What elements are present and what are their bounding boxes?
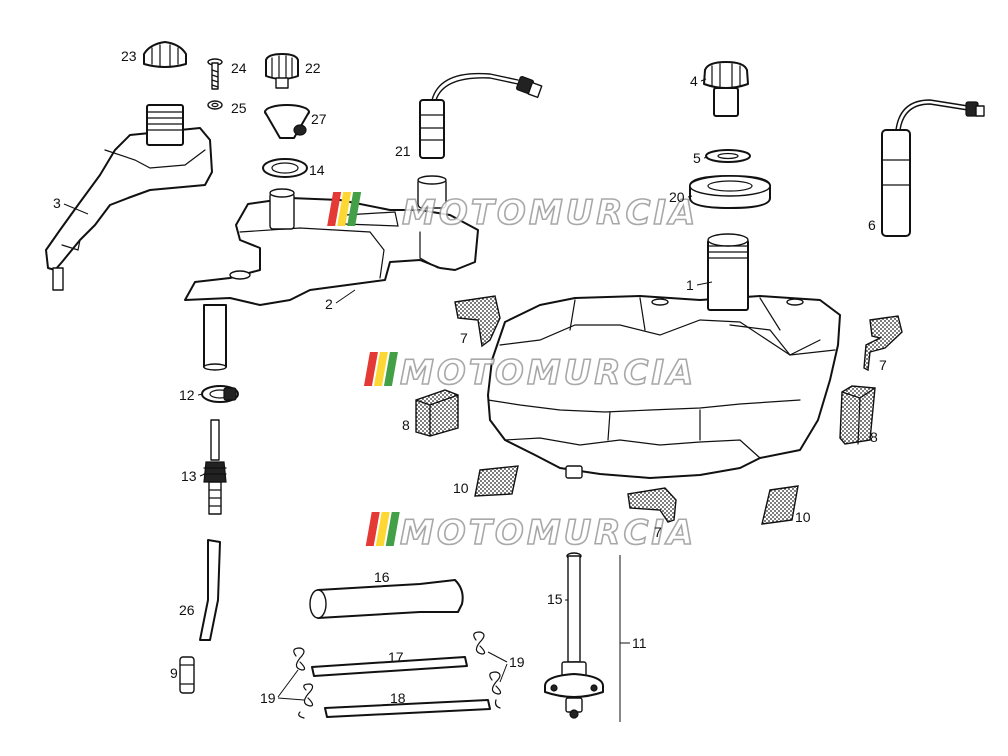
callout-16: 16 bbox=[374, 569, 390, 585]
callout-24: 24 bbox=[231, 60, 247, 76]
callout-23: 23 bbox=[121, 48, 137, 64]
callout-2: 2 bbox=[325, 296, 333, 312]
part-24-screw bbox=[207, 58, 223, 90]
part-19-clips bbox=[293, 631, 502, 719]
callout-5: 5 bbox=[693, 150, 701, 166]
callout-7c: 7 bbox=[654, 524, 662, 540]
part-13-fuel-tap bbox=[203, 419, 227, 515]
callout-14: 14 bbox=[309, 162, 325, 178]
callouts: 1 2 3 4 5 6 7 7 7 8 8 9 10 10 11 12 13 1… bbox=[53, 48, 887, 722]
part-20-rubber-seal bbox=[689, 175, 771, 209]
callout-8b: 8 bbox=[870, 429, 878, 445]
callout-3: 3 bbox=[53, 195, 61, 211]
callout-1: 1 bbox=[686, 277, 694, 293]
part-15-fuel-pickup bbox=[544, 552, 604, 719]
watermark-middle: MOTOMURCIA bbox=[363, 352, 696, 394]
callout-10b: 10 bbox=[795, 509, 811, 525]
part-4-fuel-cap bbox=[703, 61, 749, 117]
callout-7a: 7 bbox=[460, 330, 468, 346]
callout-19a: 19 bbox=[260, 690, 276, 706]
watermark-bottom: MOTOMURCIA bbox=[365, 512, 696, 554]
callout-12: 12 bbox=[179, 387, 195, 403]
callout-17: 17 bbox=[388, 649, 404, 665]
callout-26: 26 bbox=[179, 602, 195, 618]
part-12-clamp bbox=[201, 385, 239, 403]
callout-7b: 7 bbox=[879, 357, 887, 373]
part-7-pad-bottom bbox=[627, 487, 677, 523]
part-3-oil-tank bbox=[45, 104, 213, 291]
callout-19b: 19 bbox=[509, 654, 525, 670]
part-22-cap bbox=[265, 53, 299, 89]
callout-15: 15 bbox=[547, 591, 563, 607]
part-18-tube bbox=[324, 699, 491, 718]
part-9-inline-filter bbox=[179, 656, 195, 694]
callout-11: 11 bbox=[632, 635, 647, 651]
part-7-pad-right bbox=[863, 315, 903, 372]
watermark-text: MOTOMURCIA bbox=[402, 193, 698, 233]
part-26-hose bbox=[199, 539, 221, 641]
callout-21: 21 bbox=[395, 143, 411, 159]
part-23-oil-cap bbox=[143, 41, 187, 68]
part-14-seal bbox=[262, 158, 308, 178]
callout-18: 18 bbox=[390, 690, 406, 706]
part-10-pad-left bbox=[474, 465, 519, 497]
callout-20: 20 bbox=[669, 189, 685, 205]
part-21-level-sensor bbox=[419, 72, 543, 159]
part-25-washer bbox=[207, 100, 223, 110]
watermark-top: MOTOMURCIA bbox=[327, 192, 698, 234]
part-8-block-right bbox=[839, 385, 876, 445]
part-1-fuel-tank bbox=[487, 233, 841, 479]
part-5-gasket bbox=[705, 149, 751, 163]
callout-22: 22 bbox=[305, 60, 321, 76]
callout-10a: 10 bbox=[453, 480, 469, 496]
part-16-hose bbox=[309, 579, 464, 619]
part-27-filter bbox=[264, 104, 310, 139]
watermark-text: MOTOMURCIA bbox=[400, 353, 696, 393]
part-2-tank-bracket bbox=[184, 175, 479, 371]
callout-27: 27 bbox=[311, 111, 327, 127]
callout-25: 25 bbox=[231, 100, 247, 116]
callout-8a: 8 bbox=[402, 417, 410, 433]
part-6-fuel-sender bbox=[881, 99, 985, 237]
part-17-tube bbox=[311, 656, 468, 677]
callout-13: 13 bbox=[181, 468, 197, 484]
watermark-text: MOTOMURCIA bbox=[400, 513, 696, 553]
callout-6: 6 bbox=[868, 217, 876, 233]
part-8-block-left bbox=[415, 389, 459, 437]
callout-9: 9 bbox=[170, 665, 178, 681]
part-10-pad-right bbox=[761, 485, 799, 525]
part-7-pad-left bbox=[454, 295, 501, 348]
callout-4: 4 bbox=[690, 73, 698, 89]
